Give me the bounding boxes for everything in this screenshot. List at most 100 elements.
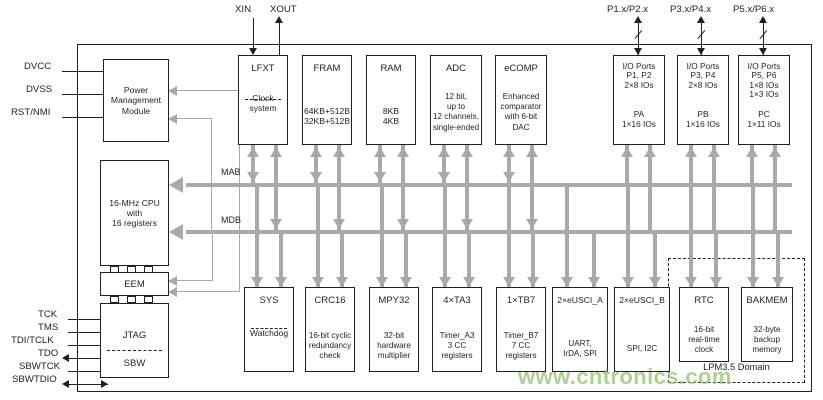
signal-arrow-xout xyxy=(275,16,283,23)
block-power-management-module: Power Management Module xyxy=(103,59,169,142)
bus-stub-pa-a xyxy=(625,145,629,185)
block-head-ram: RAM xyxy=(380,63,402,74)
signal-arrow-p1-p2-in xyxy=(634,48,642,55)
bus-stub-crc-b xyxy=(340,232,344,287)
bus-stub-ta3-b xyxy=(467,232,471,287)
block-ecomp: eCOMP Enhanced comparator with 6-bit DAC xyxy=(495,55,547,145)
block-body-eusci-a: UART, IrDA, SPI xyxy=(563,339,597,359)
bus-stub-eusci-b-b xyxy=(653,232,657,287)
bus-stub-ta3-a xyxy=(443,185,447,287)
block-timer-a3: 4×TA3 Timer_A3 3 CC registers xyxy=(432,287,482,372)
eem-feedback-arrow-1 xyxy=(168,275,177,286)
pmm-feedback-line-2 xyxy=(177,118,212,120)
bus-arrow-bak-a-down xyxy=(747,277,759,287)
bus-stub-pb-b xyxy=(712,145,716,233)
bus-mdb-arrow-to-cpu xyxy=(169,224,183,240)
signal-line-dvss xyxy=(62,94,110,96)
bus-stub-eusci-a-b xyxy=(592,232,596,287)
bus-arrow-lfxt-a-down xyxy=(247,172,259,182)
block-bakmem: BAKMEM 32-byte backup memory xyxy=(741,287,793,362)
block-head-lfxt: LFXT xyxy=(251,63,275,74)
block-head-fram: FRAM xyxy=(313,63,341,74)
pmm-feedback-line-1 xyxy=(177,90,240,92)
signal-line-sbwtck xyxy=(68,371,108,373)
block-rtc: RTC 16-bit real-time clock xyxy=(679,287,729,362)
block-eusci-a: 2×eUSCI_A UART, IrDA, SPI xyxy=(552,287,608,372)
block-body-rtc: 16-bit real-time clock xyxy=(688,325,720,355)
block-body-timer-a3: Timer_A3 3 CC registers xyxy=(439,331,475,361)
block-timer-b7: 1×TB7 Timer_B7 7 CC registers xyxy=(496,287,546,372)
bus-arrow-crc-a-down xyxy=(312,277,324,287)
block-head-ecomp: eCOMP xyxy=(504,63,538,74)
signal-line-p3-p4 xyxy=(701,22,703,55)
bus-arrow-tb7-b-down xyxy=(527,277,539,287)
lpm35-domain-label: LPM3.5 Domain xyxy=(703,362,770,372)
bus-stub-eusci-a-a xyxy=(565,185,569,287)
block-head-pb: I/O Ports P3, P4 2×8 IOs xyxy=(686,61,720,90)
bus-stub-bak-b xyxy=(776,232,780,287)
signal-label-p1-p2: P1.x/P2.x xyxy=(607,4,649,15)
bus-arrow-eusci-b-a-down xyxy=(622,277,634,287)
bus-stub-pc-b xyxy=(773,145,777,233)
bus-stub-sys-a xyxy=(255,185,259,287)
block-head-timer-b7: 1×TB7 xyxy=(506,295,536,306)
bus-label-mdb: MDB xyxy=(221,215,241,225)
signal-line-tms xyxy=(68,332,108,334)
signal-label-tms: TMS xyxy=(38,322,59,333)
block-jtag-sbw: JTAG SBW xyxy=(100,303,169,378)
bus-label-mab: MAB xyxy=(221,167,241,177)
bus-arrow-ram-a-down xyxy=(374,172,386,182)
eem-jtag-tooth-1 xyxy=(110,296,119,303)
bus-arrow-pa-b-up xyxy=(644,147,656,157)
bus-arrow-ecomp-a-up xyxy=(503,147,515,157)
block-sys: SYS Watchdog xyxy=(244,287,294,372)
signal-label-xin: XIN xyxy=(235,4,251,15)
signal-label-p5-p6: P5.x/P6.x xyxy=(733,4,775,15)
bus-stub-lfxt-b xyxy=(274,145,278,233)
bus-stub-rtc-b xyxy=(714,232,718,287)
signal-arrow-p1-p2-out xyxy=(634,16,642,23)
bus-arrow-adc-b-up xyxy=(461,147,473,157)
bus-arrow-eusci-b-b-down xyxy=(649,277,661,287)
block-body-eusci-b: SPI, I2C xyxy=(626,344,658,353)
block-lfxt: LFXT Clock system xyxy=(238,55,288,145)
bus-stub-rtc-a xyxy=(689,185,693,287)
signal-label-tck: TCK xyxy=(38,309,58,320)
bus-mab-arrow-to-cpu xyxy=(169,177,183,193)
bus-arrow-tb7-a-down xyxy=(503,277,515,287)
signal-arrow-sbwtdio-out xyxy=(62,380,69,388)
block-head-jtag: JTAG xyxy=(122,330,147,341)
signal-line-tck xyxy=(68,319,108,321)
bus-stub-lfxt-a xyxy=(251,145,255,185)
signal-label-p3-p4: P3.x/P4.x xyxy=(670,4,712,15)
bus-stub-adc-a xyxy=(442,145,446,185)
bus-arrow-ta3-b-down xyxy=(463,277,475,287)
bus-arrow-pb-a-up xyxy=(685,147,697,157)
jtag-sbw-divider xyxy=(107,350,162,351)
bus-arrow-ram-a-up xyxy=(374,147,386,157)
sys-divider xyxy=(251,328,287,329)
bus-mdb-line xyxy=(186,230,792,234)
bus-stub-adc-b xyxy=(465,145,469,233)
block-body-ram: 8KB 4KB xyxy=(382,106,400,127)
signal-arrow-sbwtdio-in xyxy=(101,380,108,388)
bus-arrow-fram-b-down xyxy=(333,219,345,229)
bus-arrow-ram-b-up xyxy=(397,147,409,157)
bus-arrow-eusci-a-a-down xyxy=(561,277,573,287)
bus-stub-ram-b xyxy=(401,145,405,233)
bus-stub-pc-a xyxy=(750,145,754,185)
block-head-adc: ADC xyxy=(445,63,467,74)
bus-arrow-mpy-a-down xyxy=(376,277,388,287)
block-body-fram: 64KB+512B 32KB+512B xyxy=(303,106,351,127)
bus-stub-tb7-a xyxy=(507,185,511,287)
bus-arrow-pc-b-up xyxy=(769,147,781,157)
signal-label-xout: XOUT xyxy=(270,4,297,15)
block-body-pmm: Power Management Module xyxy=(110,85,162,116)
bus-arrow-ecomp-a-down xyxy=(503,172,515,182)
block-head-sbw: SBW xyxy=(123,358,146,369)
bus-arrow-adc-a-up xyxy=(438,147,450,157)
bus-arrow-adc-a-down xyxy=(438,172,450,182)
bus-stub-mpy-b xyxy=(404,232,408,287)
block-body-mpy32: 32-bit hardware multiplier xyxy=(377,331,411,361)
signal-arrow-p5-p6-out xyxy=(759,16,767,23)
